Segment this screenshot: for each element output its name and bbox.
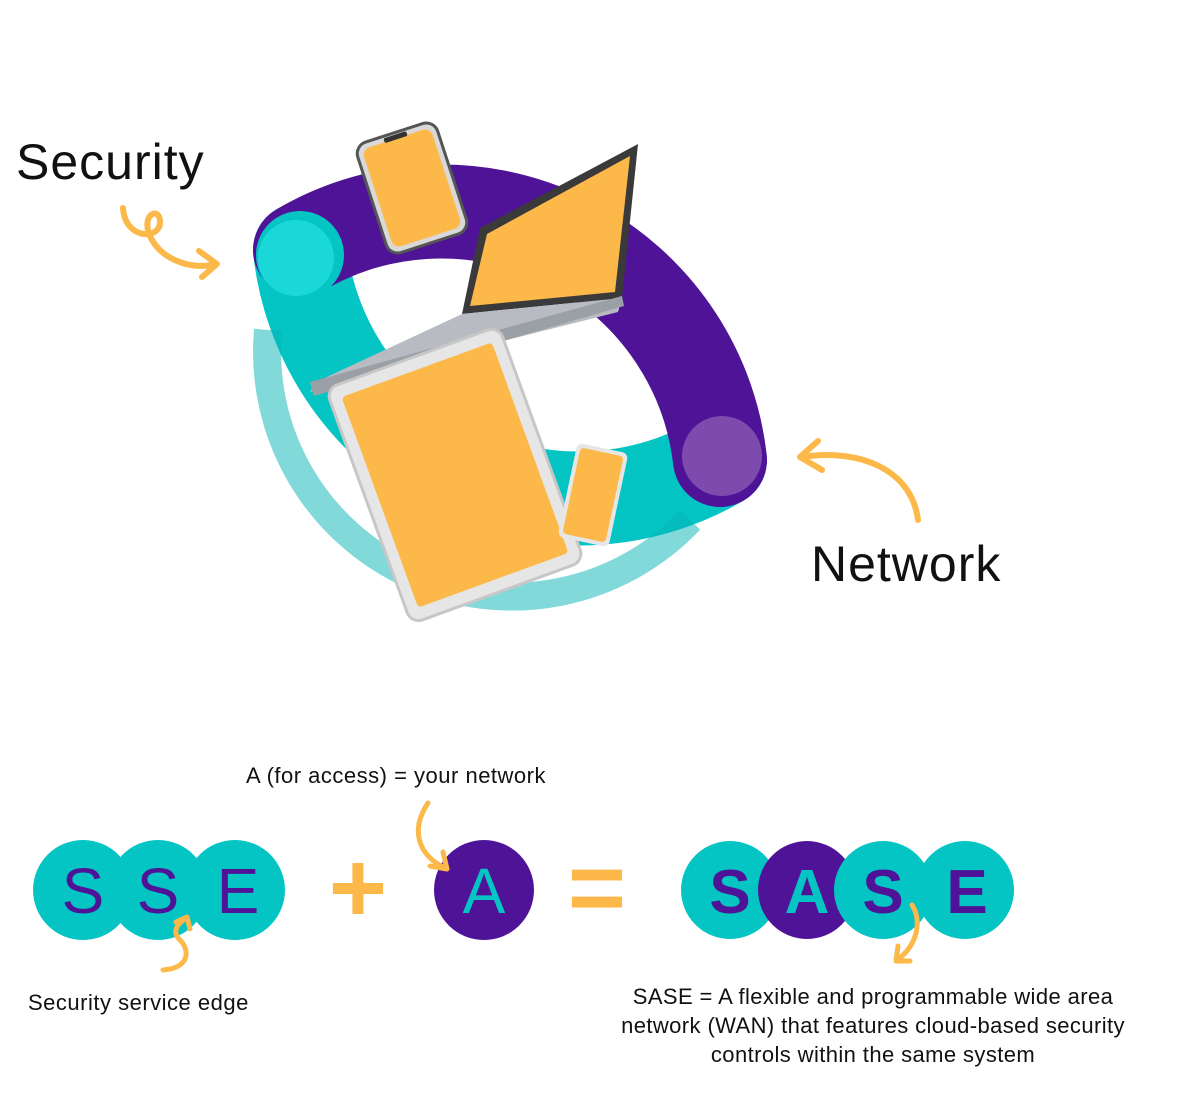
sase-desc-line-1: SASE = A flexible and programmable wide … <box>632 984 1114 1009</box>
sase-desc-line-3: controls within the same system <box>710 1042 1036 1067</box>
access-letter: A <box>463 855 506 927</box>
sse-circle-3 <box>185 840 285 940</box>
sase-ring-illustration <box>120 121 921 623</box>
sase-letter-1: S <box>709 858 750 927</box>
tablet-icon <box>327 327 583 623</box>
smartphone-icon <box>355 121 469 255</box>
sse-arrow-icon <box>160 915 189 973</box>
access-arrow-icon <box>415 800 448 871</box>
sase-equation: S S E + A = S A S E <box>33 800 1014 973</box>
sase-letter-3: S <box>862 858 903 927</box>
sase-letter-4: E <box>946 858 987 927</box>
plus-sign: + <box>329 832 387 944</box>
sse-letter-1: S <box>62 855 105 927</box>
sse-letter-2: S <box>137 855 180 927</box>
access-circle <box>434 840 534 940</box>
sase-circle-2 <box>758 841 856 939</box>
equals-sign: = <box>568 832 626 944</box>
sse-circle-1 <box>33 840 133 940</box>
security-label: Security <box>16 134 205 190</box>
security-arrow-icon <box>120 205 218 269</box>
sase-desc-line-2: network (WAN) that features cloud-based … <box>621 1013 1125 1038</box>
sase-circle-4 <box>916 841 1014 939</box>
sase-description: SASE = A flexible and programmable wide … <box>548 982 1198 1069</box>
sse-circle-2 <box>108 840 208 940</box>
sase-letter-2: A <box>785 858 830 927</box>
sse-label: Security service edge <box>28 990 249 1015</box>
network-arrow-icon <box>799 452 921 523</box>
network-label: Network <box>811 536 1002 592</box>
sase-circle-3 <box>834 841 932 939</box>
sse-letter-3: E <box>217 855 260 927</box>
sase-arrow-icon <box>894 902 920 963</box>
access-label: A (for access) = your network <box>246 763 546 788</box>
sase-circle-1 <box>681 841 779 939</box>
